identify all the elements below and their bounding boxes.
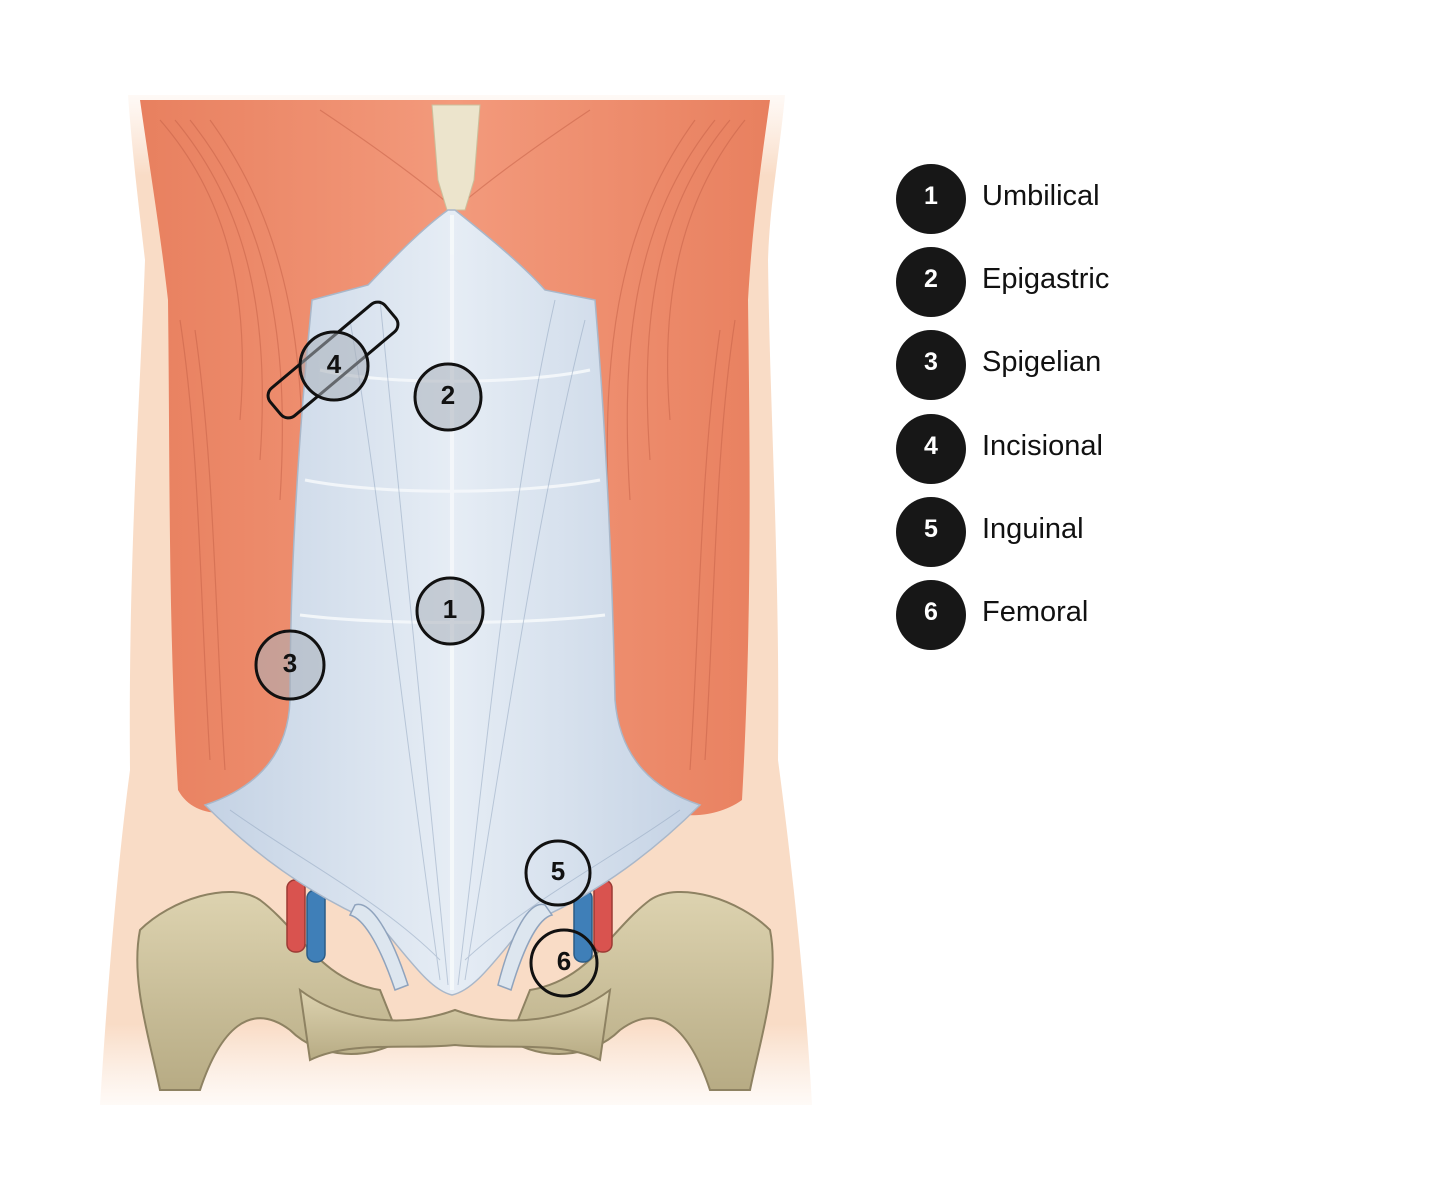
marker-number: 2 [441, 380, 455, 410]
marker-umbilical: 1 [415, 576, 485, 646]
legend-label: Incisional [982, 430, 1103, 462]
legend-label: Umbilical [982, 180, 1100, 212]
legend-item-femoral: 6 Femoral [896, 580, 1316, 650]
legend-badge: 5 [896, 497, 966, 567]
marker-number: 5 [551, 856, 565, 886]
legend-item-epigastric: 2 Epigastric [896, 247, 1316, 317]
marker-number: 6 [557, 946, 571, 976]
legend-badge: 4 [896, 414, 966, 484]
legend-badge: 1 [896, 164, 966, 234]
legend-label: Inguinal [982, 513, 1084, 545]
marker-femoral: 6 [529, 928, 599, 998]
muscle-fibers [159, 109, 746, 771]
femoral-vessels [286, 879, 613, 963]
pelvis [136, 891, 774, 1091]
marker-spigelian: 3 [254, 629, 326, 701]
marker-number: 1 [443, 594, 457, 624]
marker-number: 4 [327, 349, 342, 379]
marker-number: 3 [283, 648, 297, 678]
marker-incisional: 4 [298, 330, 370, 402]
legend-badge: 2 [896, 247, 966, 317]
legend-item-incisional: 4 Incisional [896, 414, 1316, 484]
legend-badge: 6 [896, 580, 966, 650]
marker-epigastric: 2 [413, 362, 483, 432]
marker-inguinal: 5 [524, 839, 592, 907]
legend-item-spigelian: 3 Spigelian [896, 330, 1316, 400]
legend-label: Femoral [982, 596, 1089, 628]
sternum [431, 104, 481, 211]
legend-label: Spigelian [982, 346, 1102, 378]
spermatic-cords [348, 903, 554, 991]
legend-item-inguinal: 5 Inguinal [896, 497, 1316, 567]
legend-badge: 3 [896, 330, 966, 400]
legend-label: Epigastric [982, 263, 1110, 295]
legend-item-umbilical: 1 Umbilical [896, 164, 1316, 234]
